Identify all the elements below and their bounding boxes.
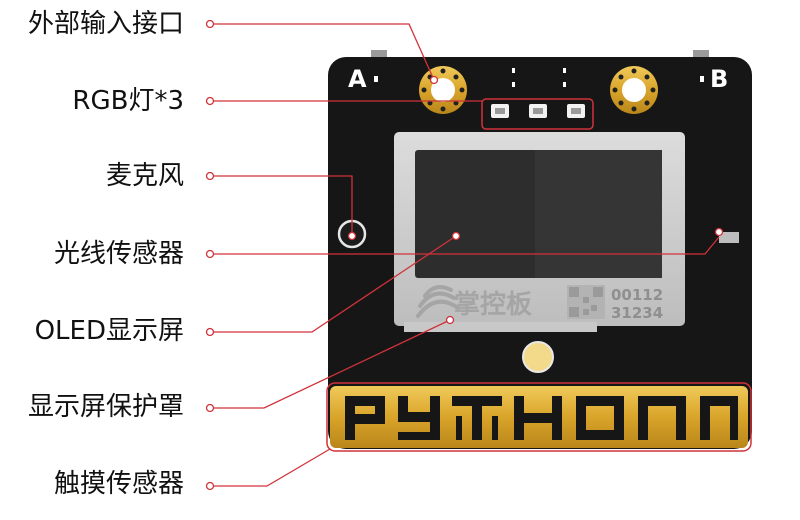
- label-ext-interface: 外部输入接口: [27, 9, 184, 39]
- serial-top: 00112: [611, 286, 663, 304]
- callout-oled: [213, 235, 457, 333]
- interface-ring-right: [610, 66, 658, 114]
- callout-ext-interface: [213, 23, 435, 81]
- label-oled: OLED显示屏: [34, 316, 184, 346]
- label-touch: 触摸传感器: [53, 469, 184, 499]
- callout-lines: [213, 23, 720, 487]
- label-mic: 麦克风: [105, 161, 184, 191]
- rgb-leds: [491, 104, 585, 118]
- touch-sensor-highlight: [326, 382, 752, 452]
- qr-code: [567, 285, 605, 319]
- touch-pad-letters: [345, 396, 738, 440]
- serial-bottom: 31234: [611, 304, 663, 322]
- oled-glare: [535, 150, 662, 278]
- label-screen-cover: 显示屏保护罩: [27, 392, 184, 422]
- callout-mic: [213, 175, 353, 234]
- callout-light-sensor: [213, 236, 720, 255]
- light-sensor: [719, 232, 739, 243]
- silkscreen-marks: [512, 68, 566, 87]
- reset-button: [522, 341, 554, 373]
- callout-dots: [205, 19, 724, 491]
- pad-b-label: B: [710, 65, 728, 93]
- label-light-sensor: 光线传感器: [53, 239, 184, 269]
- pad-a-dash: [374, 76, 378, 82]
- interface-ring-left: [419, 66, 467, 114]
- screen-cover-tab: [404, 322, 597, 332]
- rgb-highlight-box: [481, 98, 594, 130]
- pad-a-label: A: [348, 65, 367, 93]
- top-connector-left: [371, 50, 387, 60]
- brand-logo: 掌控板: [416, 285, 532, 320]
- brand-name: 掌控板: [454, 290, 532, 320]
- pad-b-dash: [700, 76, 704, 82]
- callout-screen-cover: [213, 319, 451, 409]
- top-connector-right: [693, 50, 709, 60]
- callout-touch: [213, 448, 331, 487]
- label-rgb: RGB灯*3: [72, 86, 184, 116]
